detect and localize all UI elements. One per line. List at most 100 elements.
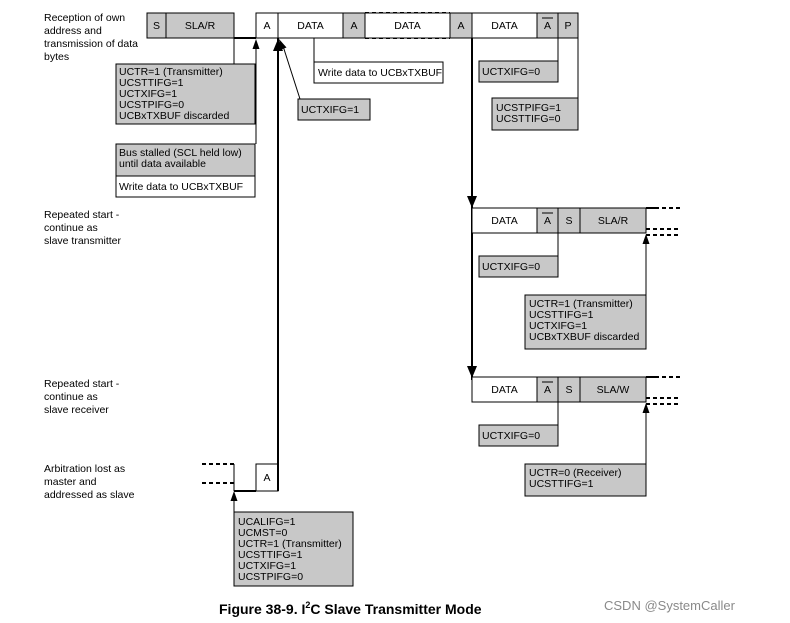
note-line: UCTXIFG=1 — [119, 88, 177, 100]
caption-suffix: C Slave Transmitter Mode — [310, 601, 481, 617]
caption-superscript: 2 — [305, 600, 310, 610]
row-label-reception: Reception of own address and transmissio… — [44, 12, 138, 63]
note-box — [115, 175, 256, 198]
note-box — [491, 97, 579, 131]
sequence-arbitration-lost: A — [202, 38, 283, 492]
note-txifg-clear-low: UCTXIFG=0 — [478, 402, 559, 447]
note-start-flags: UCTR=1 (Transmitter) UCSTTIFG=1 UCTXIFG=… — [115, 38, 256, 125]
frame-data — [277, 12, 344, 39]
note-stop-flags: UCSTPIFG=1 UCSTTIFG=0 — [491, 38, 579, 131]
frame-slave-address-read-label: SLA/R — [598, 215, 629, 227]
frame-start-label: S — [565, 215, 572, 227]
note-bus-stalled: Bus stalled (SCL held low) until data av… — [115, 39, 260, 198]
arrow-head — [252, 39, 260, 49]
note-line: UCSTPIFG=0 — [238, 571, 303, 583]
row-label-arbitration: Arbitration lost as master and addressed… — [44, 463, 135, 501]
row-label-line: slave transmitter — [44, 235, 122, 247]
note-box — [478, 424, 559, 447]
arrow-head — [642, 234, 650, 244]
note-box — [524, 463, 647, 497]
frame-stop — [557, 12, 579, 39]
frame-start-label: S — [153, 20, 160, 32]
frame-nack-label: A — [544, 384, 551, 396]
note-line: UCSTTIFG=1 — [529, 309, 594, 321]
frame-data — [471, 12, 538, 39]
row-label-line: continue as — [44, 391, 98, 403]
arrow-head — [642, 403, 650, 413]
note-line: UCSTTIFG=0 — [496, 113, 561, 125]
frame-ack-label: A — [263, 472, 270, 484]
frame-slave-address-read-label: SLA/R — [185, 20, 216, 32]
frame-data-label: DATA — [394, 20, 420, 32]
note-line: until data available — [119, 158, 206, 170]
row-label-line: addressed as slave — [44, 489, 135, 501]
frame-stop-label: P — [564, 20, 571, 32]
note-line: UCTXIFG=1 — [301, 104, 359, 116]
note-line: UCTXIFG=0 — [482, 66, 540, 78]
frame-data-label: DATA — [491, 384, 517, 396]
note-txifg-clear-mid: UCTXIFG=0 — [478, 233, 559, 278]
connector-arrow-line — [282, 45, 301, 100]
note-box — [297, 98, 371, 121]
note-line: UCSTPIFG=0 — [119, 99, 184, 111]
watermark: CSDN @SystemCaller — [604, 598, 736, 613]
row-label-line: transmission of data — [44, 38, 138, 50]
note-box — [478, 60, 559, 83]
row-label-line: bytes — [44, 51, 69, 63]
arrow-head — [467, 366, 477, 378]
note-box — [233, 511, 354, 587]
arrow-head — [467, 196, 477, 208]
note-line: UCMST=0 — [238, 527, 287, 539]
note-line: UCSTTIFG=1 — [529, 478, 594, 490]
note-restart-receiver-flags: UCTR=0 (Receiver) UCSTTIFG=1 — [524, 403, 650, 497]
sequence-restart-receiver: DATA A S SLA/W — [471, 376, 680, 405]
arrow-head — [230, 491, 238, 501]
note-box — [478, 255, 559, 278]
figure-caption: Figure 38-9. I2C Slave Transmitter Mode — [219, 600, 482, 617]
note-line: UCTR=0 (Receiver) — [529, 467, 621, 479]
frame-ack-label: A — [457, 20, 464, 32]
note-line: UCBxTXBUF discarded — [529, 331, 639, 343]
note-line: UCSTPIFG=1 — [496, 102, 561, 114]
row-label-line: Arbitration lost as — [44, 463, 125, 475]
frame-data — [471, 376, 538, 403]
note-line: UCTXIFG=1 — [529, 320, 587, 332]
row-label-line: Reception of own — [44, 12, 125, 24]
frame-ack-label: A — [350, 20, 357, 32]
frame-ack-label: A — [263, 20, 270, 32]
note-line: Bus stalled (SCL held low) — [119, 147, 242, 159]
sequence-restart-transmitter: DATA A S SLA/R — [471, 207, 680, 236]
note-arbitration-flags: UCALIFG=1 UCMST=0 UCTR=1 (Transmitter) U… — [230, 491, 354, 587]
note-write-data: Write data to UCBxTXBUF — [313, 38, 444, 84]
frame-data-label: DATA — [491, 20, 517, 32]
row-label-line: address and — [44, 25, 102, 37]
frame-start-label: S — [565, 384, 572, 396]
row-label-line: Repeated start - — [44, 378, 120, 390]
note-txifg-clear-top: UCTXIFG=0 — [478, 38, 559, 83]
note-restart-transmitter-flags: UCTR=1 (Transmitter) UCSTTIFG=1 UCTXIFG=… — [524, 234, 650, 350]
note-line: UCBxTXBUF discarded — [119, 110, 229, 122]
row-label-repeated-receiver: Repeated start - continue as slave recei… — [44, 378, 120, 416]
row-label-repeated-transmitter: Repeated start - continue as slave trans… — [44, 209, 122, 247]
note-box — [313, 61, 444, 84]
note-line: UCTR=1 (Transmitter) — [238, 538, 342, 550]
row-label-line: master and — [44, 476, 97, 488]
note-box — [524, 294, 647, 350]
frame-data — [471, 207, 538, 234]
note-line: UCTXIFG=0 — [482, 430, 540, 442]
row-label-line: Repeated start - — [44, 209, 120, 221]
note-line: UCTXIFG=0 — [482, 261, 540, 273]
frame-slave-address-read — [579, 207, 647, 234]
frame-data-label: DATA — [491, 215, 517, 227]
row-label-line: slave receiver — [44, 404, 109, 416]
frame-data-label: DATA — [297, 20, 323, 32]
note-txifg-set: UCTXIFG=1 — [279, 39, 371, 121]
frame-slave-address-read — [165, 12, 235, 39]
note-box — [115, 63, 256, 125]
frame-nack-label: A — [544, 215, 551, 227]
frame-nack-label: A — [544, 20, 551, 32]
note-line: UCSTTIFG=1 — [119, 77, 184, 89]
note-line: UCALIFG=1 — [238, 516, 296, 528]
note-line: UCSTTIFG=1 — [238, 549, 303, 561]
